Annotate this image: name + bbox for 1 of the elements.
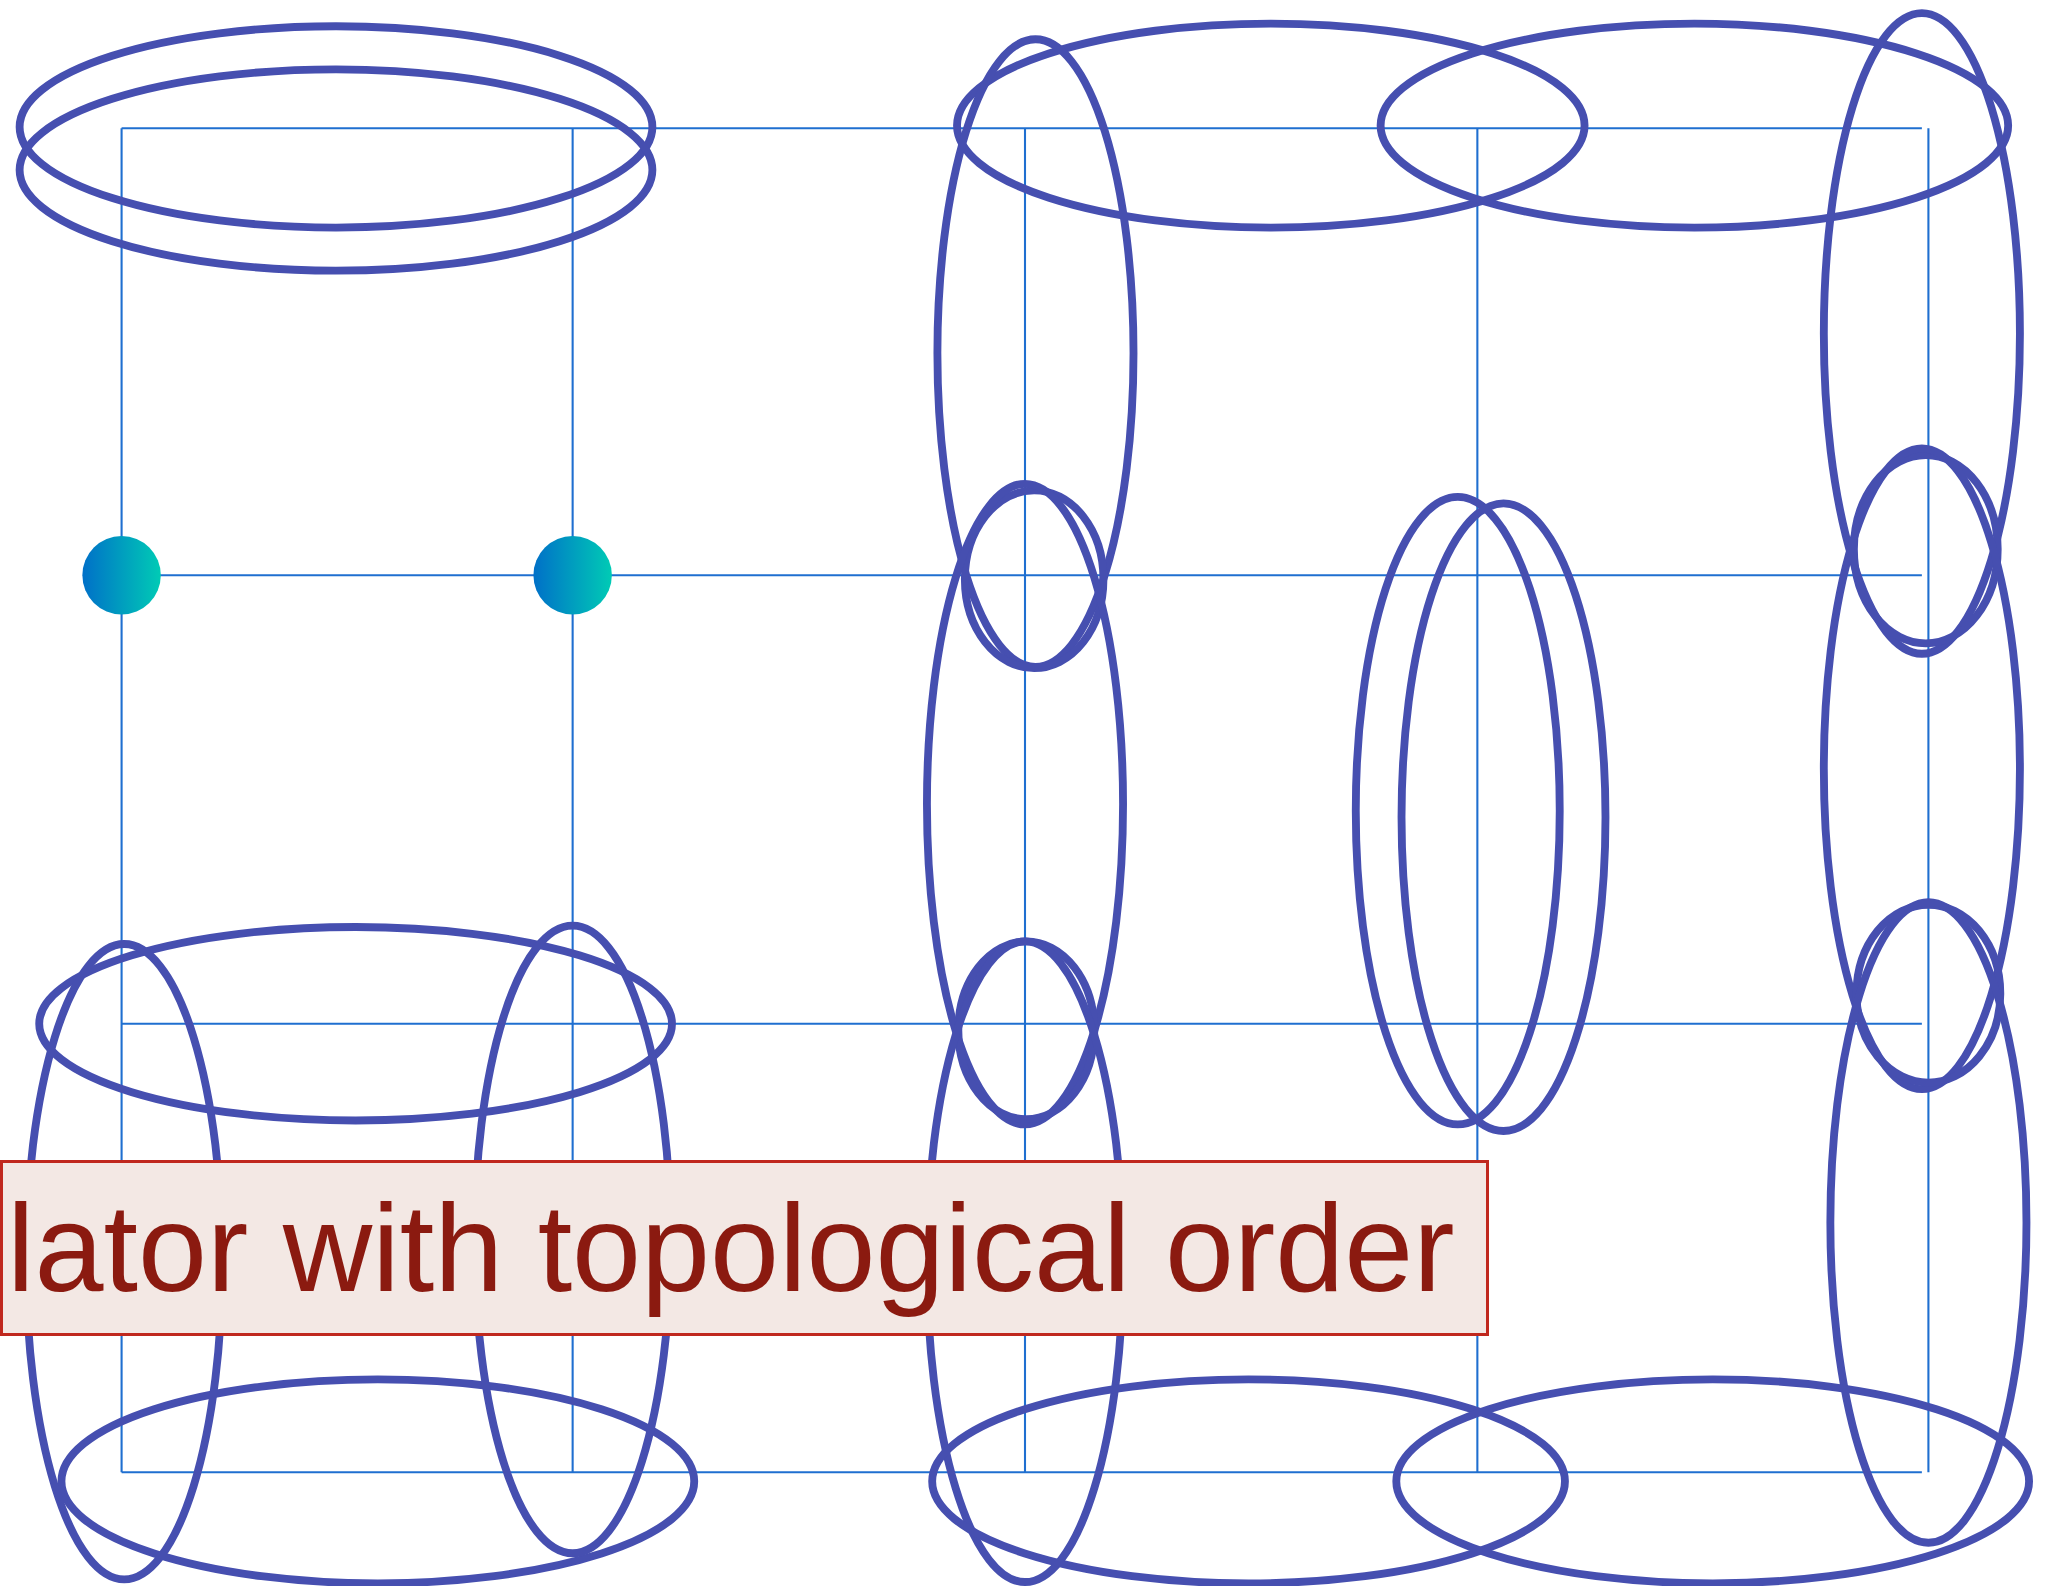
caption-banner: lator with topological order — [0, 1160, 1489, 1336]
